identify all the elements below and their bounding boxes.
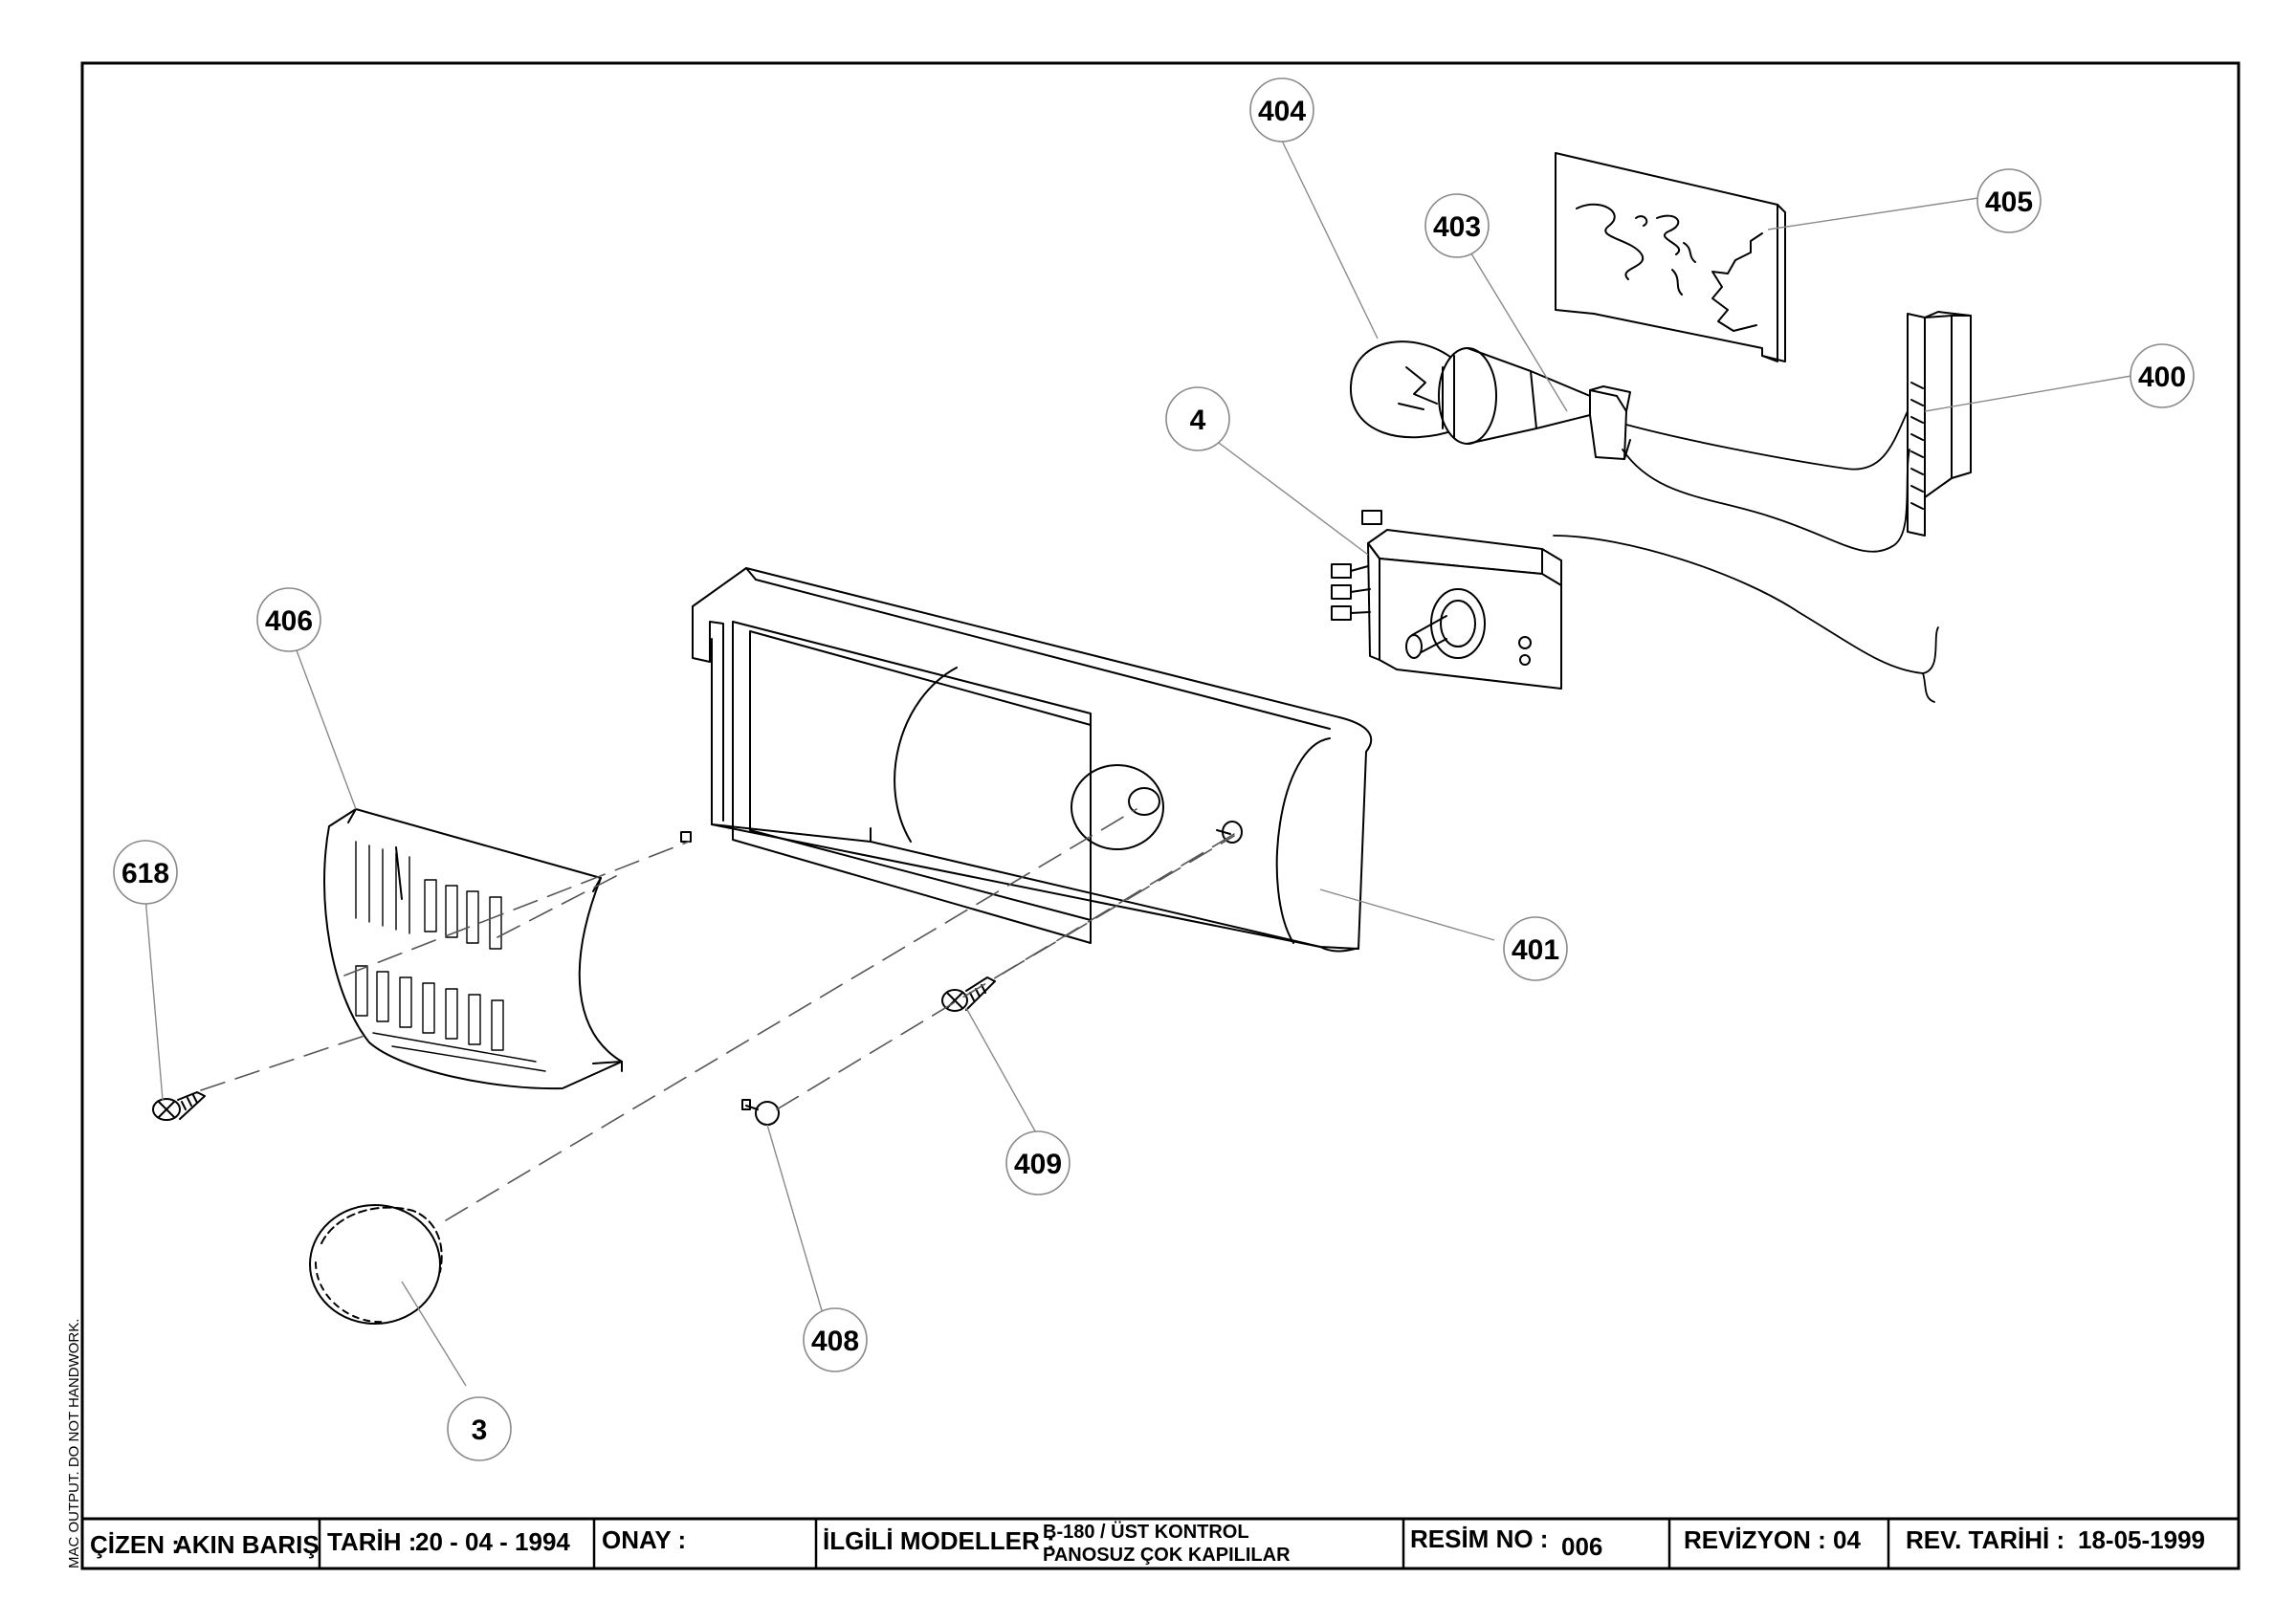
rev-tarihi-label: REV. TARİHİ :: [1906, 1525, 2064, 1554]
svg-text:404: 404: [1258, 96, 1306, 127]
svg-text:4: 4: [1190, 405, 1206, 436]
svg-text:401: 401: [1512, 934, 1559, 966]
part-618-screw: [152, 1091, 206, 1121]
callout-409: 409: [1005, 1130, 1071, 1195]
callout-405: 405: [1976, 168, 2042, 233]
callout-401: 401: [1503, 916, 1568, 981]
part-408-clip: [741, 1099, 780, 1126]
callout-404: 404: [1249, 77, 1314, 143]
svg-text:403: 403: [1433, 211, 1481, 243]
revizyon-label: REVİZYON :: [1684, 1525, 1826, 1554]
leader-lines: [144, 140, 2132, 1387]
callout-618: 618: [113, 840, 178, 905]
tarih-value: 20 - 04 - 1994: [415, 1527, 570, 1556]
svg-text:409: 409: [1014, 1149, 1062, 1180]
side-note: MAC OUTPUT. DO NOT HANDWORK.: [66, 1319, 82, 1568]
drawing-frame: [80, 61, 2241, 1570]
rev-tarihi-value: 18-05-1999: [2078, 1525, 2205, 1554]
callout-406: 406: [256, 587, 321, 652]
assembly-axes: [200, 808, 1235, 1221]
svg-text:3: 3: [472, 1415, 488, 1446]
onay-label: ONAY :: [602, 1525, 686, 1554]
svg-text:405: 405: [1985, 186, 2033, 218]
resim-value: 006: [1561, 1532, 1602, 1561]
callout-408: 408: [803, 1307, 868, 1372]
part-409-screw: [941, 976, 996, 1012]
part-401-control-housing: [680, 567, 1373, 953]
modeller-line2: PANOSUZ ÇOK KAPILILAR: [1043, 1545, 1291, 1566]
part-404-lamp-bulb: [1349, 340, 1461, 439]
svg-text:618: 618: [121, 858, 169, 889]
part-403-lamp-holder: [1438, 347, 1631, 460]
callout-400: 400: [2130, 343, 2195, 408]
tarih-label: TARİH :: [327, 1527, 416, 1556]
callout-4: 4: [1165, 386, 1230, 451]
callout-403: 403: [1424, 193, 1490, 258]
title-block: ÇİZEN : AKIN BARIŞ TARİH : 20 - 04 - 199…: [80, 1517, 2241, 1570]
resim-label: RESİM NO :: [1410, 1524, 1548, 1553]
cizen-label: ÇİZEN :: [90, 1530, 180, 1559]
part-400-connector: [1907, 311, 1972, 537]
modeller-label: İLGİLİ MODELLER :: [823, 1526, 1055, 1555]
modeller-line1: B-180 / ÜST KONTROL: [1043, 1521, 1249, 1543]
part-3-knob: [309, 1204, 443, 1325]
part-406-grille-insert: [323, 808, 623, 1090]
svg-text:408: 408: [811, 1326, 859, 1357]
svg-text:406: 406: [265, 605, 313, 637]
svg-text:400: 400: [2138, 362, 2186, 393]
part-405-circuit-board: [1555, 152, 1786, 362]
part-4-thermostat: [1331, 510, 1562, 690]
cizen-value: AKIN BARIŞ: [174, 1530, 320, 1559]
revizyon-value: 04: [1833, 1525, 1861, 1554]
wiring: [1553, 410, 1939, 703]
callout-3: 3: [447, 1396, 512, 1461]
